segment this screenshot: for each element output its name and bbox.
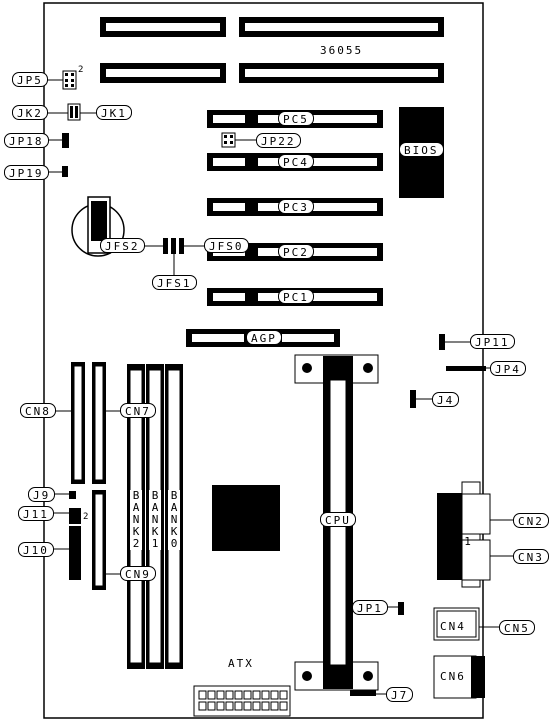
pci-label-pc4: PC4 xyxy=(278,154,314,169)
pci-label-pc2: PC2 xyxy=(278,244,314,259)
j10-label: J10 xyxy=(18,542,54,557)
cn8-label: CN8 xyxy=(20,403,56,418)
jp22-jumper xyxy=(221,132,236,148)
usb-ports xyxy=(433,655,485,699)
jp5-label: JP5 xyxy=(12,72,48,87)
jp1-jumper xyxy=(398,602,404,615)
j4-label: J4 xyxy=(432,392,460,407)
jp19-jumper xyxy=(62,166,68,177)
j9-jumper xyxy=(69,491,76,499)
jp4-label: JP4 xyxy=(490,361,526,376)
serial-parallel-ports xyxy=(437,481,491,588)
jfs2-label: JFS2 xyxy=(100,238,145,253)
dimm-banks xyxy=(127,364,183,669)
jp1-label: JP1 xyxy=(352,600,388,615)
board-id-label: 36055 xyxy=(320,44,364,57)
j9-label: J9 xyxy=(28,487,56,502)
cn1-label: CN1 xyxy=(447,535,473,548)
ps2-ports xyxy=(433,607,480,641)
jp18-label: JP18 xyxy=(4,133,49,148)
bank-label-2: BANK0 xyxy=(168,490,180,550)
j11-pin-label: 2 xyxy=(83,512,91,522)
isa-slots xyxy=(100,17,444,83)
jfs-jumpers xyxy=(163,238,184,254)
agp-label: AGP xyxy=(246,330,282,345)
jp5-pin-label: 2 xyxy=(78,65,86,75)
jp22-label: JP22 xyxy=(256,133,301,148)
cn3-label: CN3 xyxy=(513,549,549,564)
jp11-label: JP11 xyxy=(470,334,515,349)
jp18-jumper xyxy=(62,133,69,148)
cn7-label: CN7 xyxy=(120,403,156,418)
pci-label-pc1: PC1 xyxy=(278,289,314,304)
jp5-jumper xyxy=(62,70,77,90)
jp19-label: JP19 xyxy=(4,165,49,180)
j11-jumper xyxy=(69,508,81,524)
bank-label-0: BANK2 xyxy=(130,490,142,550)
cpu-label: CPU xyxy=(320,512,356,527)
pci-label-pc5: PC5 xyxy=(278,111,314,126)
jp11-jumper xyxy=(439,334,445,350)
atx-label: ATX xyxy=(228,657,254,670)
jk1-label: JK1 xyxy=(96,105,132,120)
j11-label: J11 xyxy=(18,506,54,521)
cn2-label: CN2 xyxy=(513,513,549,528)
cn4-label: CN4 xyxy=(440,620,466,633)
j7-jumper xyxy=(350,690,376,696)
pci-label-pc3: PC3 xyxy=(278,199,314,214)
cn6-label: CN6 xyxy=(440,670,466,683)
floppy-header xyxy=(92,490,106,590)
jfs1-label: JFS1 xyxy=(152,275,197,290)
bios-label: BIOS xyxy=(399,142,444,157)
jfs0-label: JFS0 xyxy=(204,238,249,253)
j10-header xyxy=(69,526,81,580)
jp4-jumper xyxy=(446,366,486,371)
jk-jumpers xyxy=(67,103,81,121)
ide-headers xyxy=(71,362,106,484)
jk2-label: JK2 xyxy=(12,105,48,120)
cn5-label: CN5 xyxy=(499,620,535,635)
j7-label: J7 xyxy=(386,687,414,702)
chipset-chip xyxy=(212,485,280,551)
j4-jumper xyxy=(410,390,416,408)
atx-power-connector xyxy=(193,685,291,717)
cn9-label: CN9 xyxy=(120,566,156,581)
bank-label-1: BANK1 xyxy=(149,490,161,550)
